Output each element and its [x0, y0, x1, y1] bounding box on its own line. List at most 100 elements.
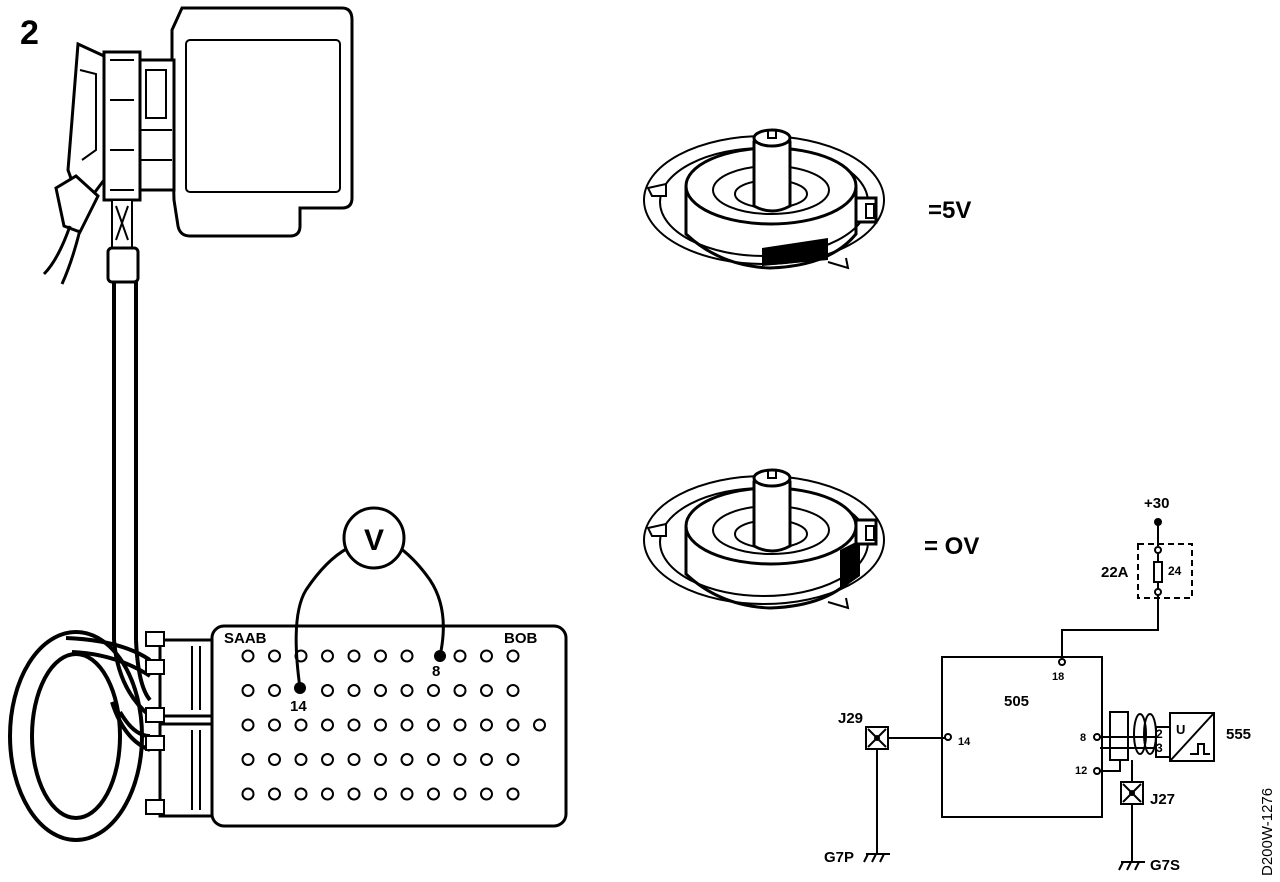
socket [453, 649, 467, 663]
ground-symbol-right [1118, 861, 1145, 871]
voltmeter-symbol: V [364, 524, 384, 557]
fuse-box-label: 22A [1101, 564, 1129, 581]
connector-plug [54, 174, 100, 234]
socket [480, 684, 493, 697]
breakout-connectors [145, 631, 214, 818]
breakout-label-left: SAAB [224, 630, 267, 647]
socket [400, 718, 414, 732]
socket [506, 787, 520, 801]
voltmeter [342, 506, 406, 570]
harness-connector [102, 50, 142, 202]
breakout-label-right: BOB [504, 630, 538, 647]
socket [268, 649, 281, 663]
socket [294, 753, 308, 766]
socket [268, 787, 281, 801]
sensor-reading-top: =5V [928, 197, 971, 224]
socket [374, 718, 387, 732]
harness-grommet [106, 246, 140, 284]
socket-grid [241, 649, 546, 801]
socket [241, 753, 255, 766]
control-unit-label: 505 [1004, 693, 1029, 710]
control-module-face [185, 39, 341, 193]
junction-j27-label: J27 [1150, 791, 1175, 808]
control-module-housing [170, 6, 354, 238]
probe-lead-left [294, 546, 349, 689]
socket [533, 718, 546, 732]
probe-pin-label-14: 14 [290, 698, 307, 715]
socket [268, 684, 281, 697]
ground-symbol-left [863, 853, 890, 863]
socket [506, 718, 520, 732]
fuse-box [1137, 543, 1193, 599]
control-unit-505 [941, 656, 1103, 818]
socket [347, 753, 361, 766]
socket [506, 649, 520, 663]
socket [347, 787, 361, 801]
sensor-id-label: 555 [1226, 726, 1251, 743]
socket [453, 753, 467, 766]
socket [427, 787, 440, 801]
socket [241, 718, 255, 732]
harness-drawing [8, 6, 354, 842]
magnet-segment-bottom [840, 540, 860, 590]
socket [453, 718, 467, 732]
socket [374, 753, 387, 766]
module-bracket [136, 58, 176, 192]
socket [241, 649, 255, 663]
socket [321, 684, 334, 697]
sensor-pin-2: 2 [1156, 727, 1163, 741]
socket [321, 718, 334, 732]
breakout-box-panel [210, 624, 568, 828]
socket [268, 753, 281, 766]
probe-lead-right [399, 546, 445, 657]
probe-pin-label-8: 8 [432, 663, 440, 680]
socket [400, 787, 414, 801]
socket [321, 649, 334, 663]
socket [294, 718, 308, 732]
fuse-number: 24 [1168, 564, 1182, 578]
socket [268, 718, 281, 732]
socket [427, 718, 440, 732]
socket [480, 753, 493, 766]
socket [480, 649, 493, 663]
sensor-symbol: U [1176, 722, 1185, 737]
pin-label-12: 12 [1075, 765, 1087, 777]
pin-label-18: 18 [1052, 671, 1064, 683]
socket [347, 718, 361, 732]
pin-label-14: 14 [958, 736, 971, 748]
pin-label-8: 8 [1080, 732, 1086, 744]
magnet-segment-top [762, 238, 828, 266]
square-wave-icon [1190, 743, 1210, 755]
fuse-element [1153, 561, 1163, 583]
socket [453, 684, 467, 697]
sensor-reading-bottom: = OV [924, 533, 979, 560]
sensor-state-top [643, 128, 885, 270]
socket [400, 753, 414, 766]
breakout-box: SAAB BOB 14 8 V [145, 506, 568, 828]
socket [506, 684, 520, 697]
socket [480, 787, 493, 801]
figure-number: 2 [20, 14, 39, 52]
sensor-pin-3: 3 [1156, 741, 1163, 755]
ground-left-label: G7P [824, 849, 854, 866]
socket [400, 649, 414, 663]
drawing-code: D200W-1276 [1259, 788, 1276, 876]
socket [374, 649, 387, 663]
wiring-schematic: +30 22A 24 505 18 14 8 12 J29 G7P [824, 495, 1251, 874]
socket [321, 787, 334, 801]
socket [506, 753, 520, 766]
socket [347, 684, 361, 697]
junction-j29-label: J29 [838, 710, 863, 727]
socket [321, 753, 334, 766]
supply-label: +30 [1144, 495, 1169, 512]
socket [400, 684, 414, 697]
socket [453, 787, 467, 801]
socket [374, 684, 387, 697]
socket [241, 787, 255, 801]
socket [480, 718, 493, 732]
cable-loop-inner [30, 652, 122, 820]
socket [347, 649, 361, 663]
socket [374, 787, 387, 801]
socket [241, 684, 255, 697]
